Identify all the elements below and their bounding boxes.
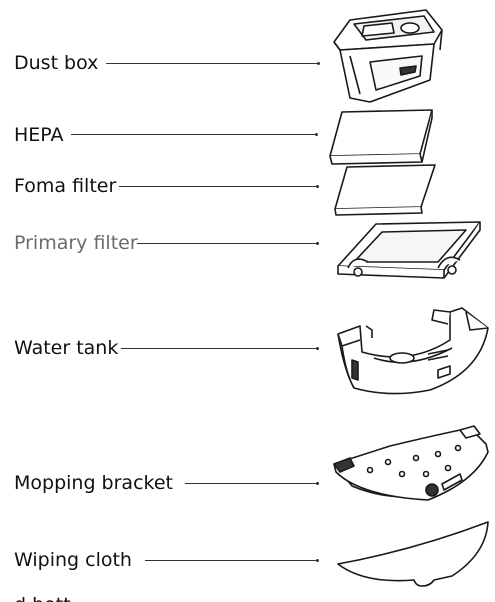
label-water-tank: Water tank — [14, 337, 119, 359]
label-truncated-bottom: d bott — [14, 590, 154, 602]
mopping-bracket-icon — [330, 424, 490, 504]
leader-line-foma-filter — [119, 185, 319, 188]
label-foma-filter: Foma filter — [14, 175, 117, 197]
leader-line-wiping-cloth — [145, 559, 319, 562]
water-tank-icon — [330, 300, 492, 400]
label-hepa: HEPA — [14, 124, 64, 146]
label-mopping-bracket: Mopping bracket — [14, 472, 173, 494]
leader-line-primary-filter — [137, 242, 319, 245]
wiping-cloth-icon — [334, 520, 492, 592]
leader-line-hepa — [71, 133, 318, 136]
hepa-filter-icon — [328, 106, 434, 168]
primary-filter-icon — [334, 216, 484, 280]
leader-line-dust-box — [106, 62, 320, 65]
label-dust-box: Dust box — [14, 52, 99, 74]
leader-line-mopping-bracket — [185, 482, 319, 485]
foam-filter-icon — [333, 163, 437, 217]
leader-line-water-tank — [121, 347, 319, 350]
dust-box-icon — [330, 6, 450, 104]
label-primary-filter: Primary filter — [14, 232, 138, 254]
label-wiping-cloth: Wiping cloth — [14, 549, 132, 571]
